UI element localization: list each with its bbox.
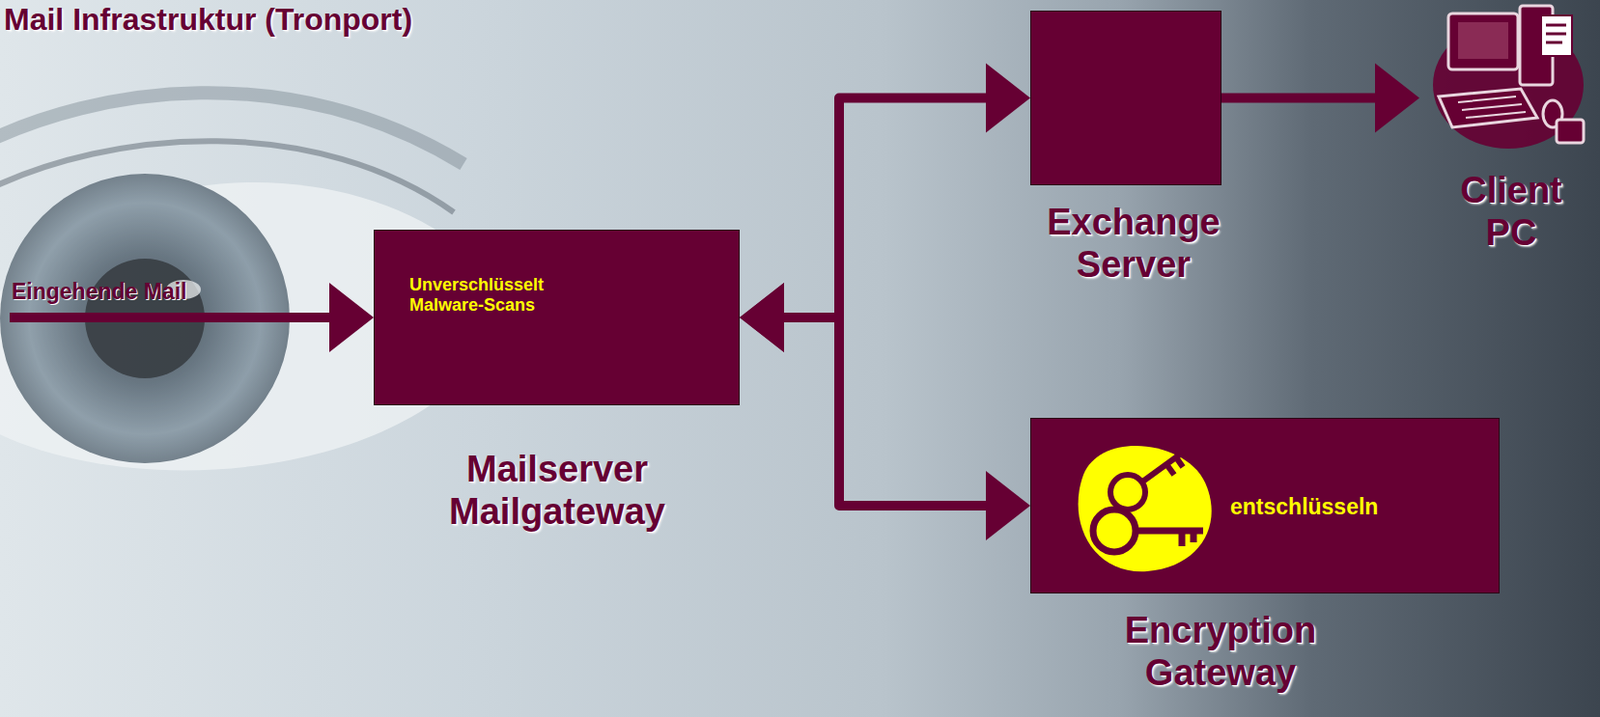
keyboard-keys [1458, 96, 1526, 118]
diagram-title: Mail Infrastruktur (Tronport) [3, 1, 413, 38]
box-note: Unverschlüsselt Malware-Scans [409, 275, 603, 315]
arrowhead [985, 63, 1031, 134]
node-label: Exchange Server [1046, 201, 1221, 286]
card [1556, 119, 1584, 143]
eyebrow [0, 92, 464, 165]
connector [739, 63, 1031, 354]
keyboard [1438, 88, 1538, 128]
key-bow [1093, 509, 1136, 553]
mailserver-box: Unverschlüsselt Malware-ScansMailserver … [373, 229, 740, 406]
monitor-screen [1458, 22, 1509, 59]
arrowhead [1375, 63, 1420, 134]
key-shaft [1135, 531, 1204, 547]
doc-line [1545, 32, 1567, 36]
doc-line [1545, 41, 1563, 45]
incoming-arrowhead [329, 282, 374, 353]
key-shaft-2 [1141, 451, 1184, 483]
connector-line [782, 98, 988, 319]
node-label: Mailserver Mailgateway [449, 449, 666, 534]
encryption-box: entschlüsselnEncryption Gateway [1030, 418, 1500, 594]
node-label: Client PC [1459, 169, 1563, 254]
document [1541, 15, 1572, 57]
client-pc-icon [1419, 0, 1589, 155]
key-icon [1058, 430, 1223, 586]
arrowhead [985, 471, 1031, 541]
client-node: Client PC [1419, 0, 1589, 155]
connector-line [1221, 93, 1377, 104]
arrowhead [739, 282, 785, 353]
connector [1221, 63, 1420, 134]
monitor [1448, 13, 1518, 70]
box-note: entschlüsseln [1230, 494, 1378, 520]
connector [739, 282, 1031, 541]
key-blob [1078, 446, 1212, 572]
arrow-label: Eingehende Mail [11, 279, 187, 306]
connector-line [782, 317, 988, 506]
arrowhead [739, 282, 785, 353]
exchange-box: Exchange Server [1030, 10, 1222, 186]
node-label: Encryption Gateway [1124, 610, 1317, 695]
incoming-line [9, 312, 334, 323]
doc-line [1545, 24, 1567, 28]
